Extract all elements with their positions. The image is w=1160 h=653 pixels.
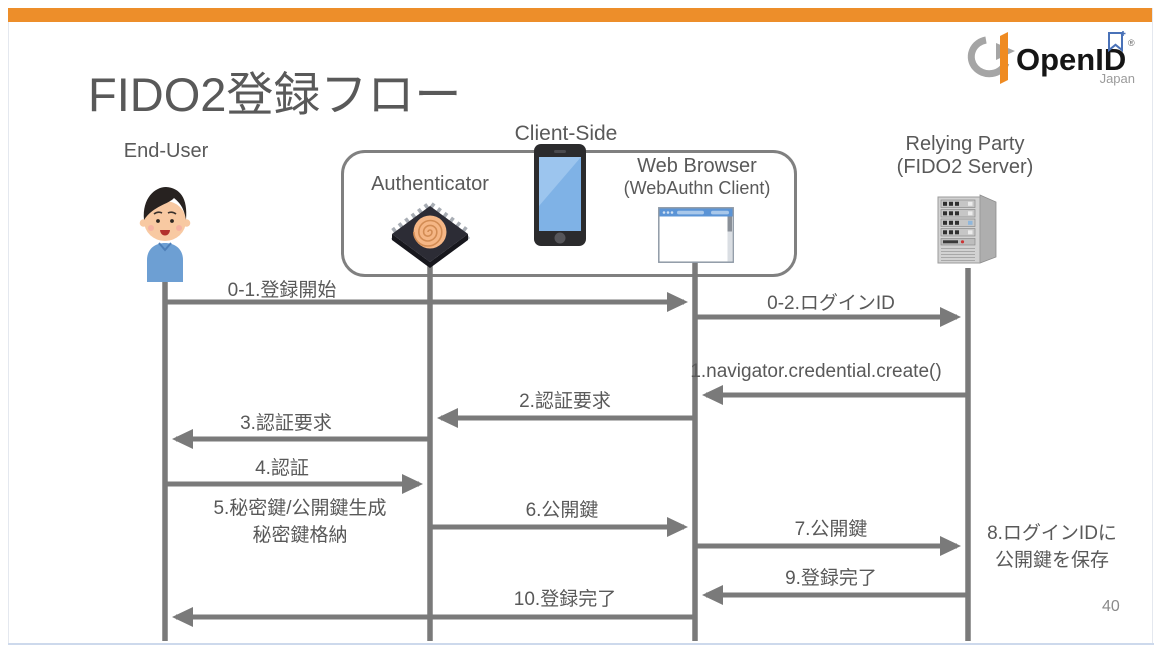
web-browser-label: Web Browser [637,155,757,177]
message-7-label: 7.公開鍵 [794,519,868,540]
message-4-label: 4.認証 [255,458,309,479]
message-2-label: 2.認証要求 [519,391,611,412]
page-title: FIDO2登録フロー [88,68,462,121]
message-9-label: 9.登録完了 [785,568,877,589]
logo-swirl-icon [967,36,1010,78]
message-10-label: 10.登録完了 [513,589,617,610]
end-user-label: End-User [123,140,209,162]
logo-bookmark-icon [1108,32,1123,53]
message-1-label: 1.navigator.credential.create() [690,361,942,382]
logo-registered-mark: ® [1128,38,1135,48]
page-number: 40 [1102,598,1120,615]
authenticator-label: Authenticator [371,173,489,195]
slide-bottom-edge [8,643,1154,645]
logo-plus-icon [1120,31,1126,36]
message-5-label-line1: 5.秘密鍵/公開鍵生成 [213,498,387,519]
relying-party-sublabel: (FIDO2 Server) [896,156,1034,178]
message-5-label-line2: 秘密鍵格納 [252,525,348,546]
web-browser-sublabel: (WebAuthn Client) [623,178,771,198]
logo-region-text: Japan [1100,71,1135,86]
server-tower-icon [937,194,997,264]
message-6-label: 6.公開鍵 [525,500,599,521]
end-user-person-icon [139,187,191,282]
message-0-1-label: 0-1.登録開始 [227,280,337,301]
slide-accent-bar [8,8,1152,22]
authenticator-chip-icon [388,202,472,268]
message-arrows [165,292,966,627]
logo-orange-bar-icon [1000,32,1008,84]
slide-background [8,8,1153,644]
lifelines [162,260,971,641]
message-0-2-label: 0-2.ログインID [767,293,895,314]
web-browser-window-icon [658,207,734,263]
message-8-label-line2: 公開鍵を保存 [994,550,1110,571]
logo-brand-text: OpenID [1016,42,1126,77]
relying-party-label: Relying Party [905,133,1025,155]
message-8-label-line1: 8.ログインIDに [987,523,1117,544]
openid-japan-logo: OpenID ® Japan [967,31,1135,86]
message-3-label: 3.認証要求 [240,413,332,434]
smartphone-icon [534,144,586,246]
client-side-label: Client-Side [514,122,618,145]
